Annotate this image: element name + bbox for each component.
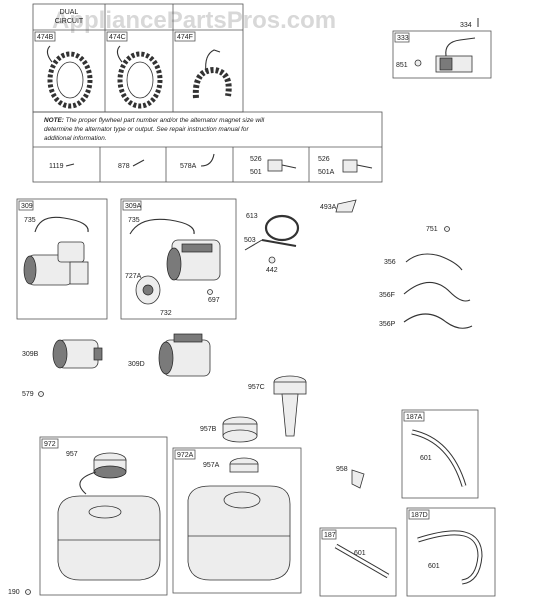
label-334: 334	[460, 22, 472, 29]
fuel-cap-957a	[229, 457, 259, 473]
label-356p: 356P	[379, 321, 396, 328]
label-309b: 309B	[22, 351, 39, 358]
label-613: 613	[246, 213, 258, 220]
label-727a: 727A	[125, 273, 142, 280]
fuel-cap-957	[79, 452, 127, 495]
alternator-474f	[192, 49, 232, 99]
label-503: 503	[244, 237, 256, 244]
alternator-474c	[116, 45, 163, 109]
box-972	[39, 436, 168, 596]
label-735-b: 735	[128, 217, 140, 224]
starter-motor-309	[23, 241, 89, 286]
label-187d: 187D	[411, 512, 428, 519]
label-526-a: 526	[250, 156, 262, 163]
label-501a: 501A	[318, 169, 335, 176]
label-1119: 1119	[49, 163, 64, 170]
label-579: 579	[22, 391, 34, 398]
nut-442	[268, 256, 276, 264]
label-190: 190	[8, 589, 20, 596]
fuel-tank-972a	[187, 485, 291, 581]
label-957c: 957C	[248, 384, 265, 391]
box-972a	[172, 447, 302, 594]
cable-356	[405, 253, 463, 271]
box-187	[319, 527, 397, 597]
bracket-493a	[335, 199, 357, 213]
label-474c: 474C	[109, 34, 126, 41]
fuel-tank-972	[57, 495, 161, 581]
label-442: 442	[266, 267, 278, 274]
label-501: 501	[250, 169, 262, 176]
rectifier-501	[267, 159, 283, 172]
starter-motor-309d	[158, 333, 211, 377]
box-309a	[120, 198, 237, 320]
header-circuit: CIRCUIT	[55, 18, 84, 25]
hose-clamp-613	[264, 214, 300, 242]
label-732: 732	[160, 310, 172, 317]
label-697: 697	[208, 297, 220, 304]
label-958: 958	[336, 466, 348, 473]
starter-motor-309b	[52, 339, 103, 369]
label-309a: 309A	[125, 203, 142, 210]
watermark: AppliancePartsPros.com	[52, 7, 336, 34]
label-187: 187	[324, 532, 336, 539]
fuel-line-187d	[417, 530, 483, 585]
label-526-b: 526	[318, 156, 330, 163]
box-309	[16, 198, 108, 320]
box-333	[392, 30, 492, 79]
label-957a: 957A	[203, 462, 220, 469]
fuel-cap-957b	[222, 416, 258, 443]
label-356: 356	[384, 259, 396, 266]
label-474b: 474B	[37, 34, 54, 41]
cable-356f	[403, 281, 471, 302]
box-187d	[406, 507, 496, 597]
label-309: 309	[21, 203, 33, 210]
label-601-c: 601	[428, 563, 440, 570]
header-dual: DUAL	[60, 9, 79, 16]
label-972a: 972A	[177, 452, 194, 459]
label-356f: 356F	[379, 292, 395, 299]
note-line-3: additional information.	[44, 135, 107, 142]
label-735-a: 735	[24, 217, 36, 224]
rectifier-501a	[342, 159, 358, 173]
label-578a: 578A	[180, 163, 197, 170]
label-333: 333	[397, 35, 409, 42]
label-601-a: 601	[420, 455, 432, 462]
alternator-474b	[46, 45, 93, 109]
cable-356p	[403, 313, 473, 329]
valve-958	[351, 469, 365, 489]
fuel-filler-957c	[273, 375, 307, 437]
label-972: 972	[44, 441, 56, 448]
label-851: 851	[396, 62, 408, 69]
label-493a: 493A	[320, 204, 337, 211]
label-957: 957	[66, 451, 78, 458]
label-474f: 474F	[177, 34, 193, 41]
box-187a	[401, 409, 479, 499]
label-878: 878	[118, 163, 130, 170]
label-309d: 309D	[128, 361, 145, 368]
label-601-b: 601	[354, 550, 366, 557]
label-187a: 187A	[406, 414, 423, 421]
label-751: 751	[426, 226, 438, 233]
note-line-1: NOTE: The proper flywheel part number an…	[44, 117, 265, 124]
ignition-armature	[414, 37, 476, 73]
label-957b: 957B	[200, 426, 217, 433]
starter-motor-309a	[135, 239, 221, 305]
note-line-2: determine the alternator type or output.…	[44, 126, 249, 133]
